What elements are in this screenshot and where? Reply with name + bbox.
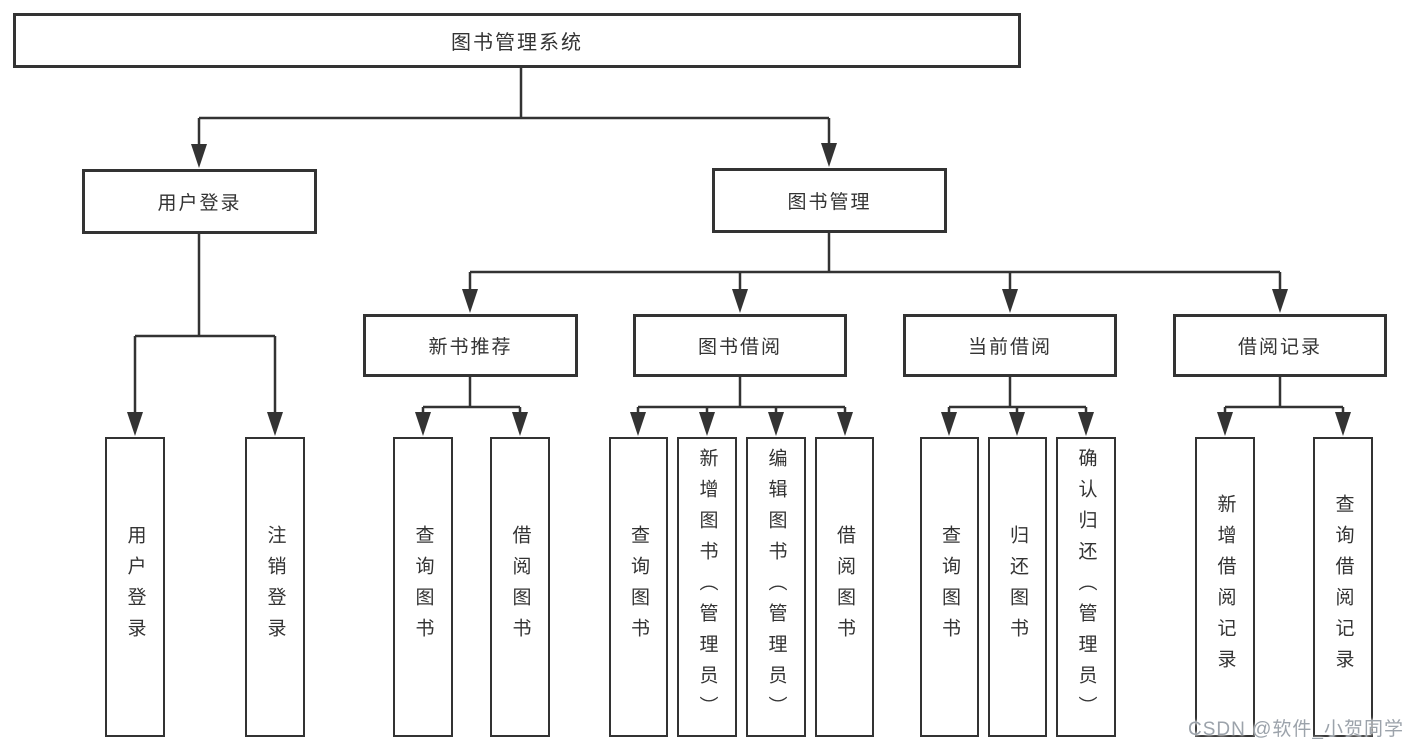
leaf-query-books-current: 查询图书 [920,437,979,737]
leaf-query-books-recommend: 查询图书 [393,437,453,737]
node-current-borrowing: 当前借阅 [903,314,1117,377]
leaf-user-login: 用户登录 [105,437,165,737]
node-library-system-root: 图书管理系统 [13,13,1021,68]
leaf-add-borrow-record: 新增借阅记录 [1195,437,1255,737]
leaf-label: 归还图书 [1007,525,1028,649]
leaf-label: 编辑图书（管理员） [765,447,787,727]
node-user-login: 用户登录 [82,169,317,234]
leaf-label: 查询图书 [939,525,960,649]
leaf-label: 借阅图书 [509,525,531,649]
leaf-label: 借阅图书 [834,525,855,649]
node-book-management: 图书管理 [712,168,947,233]
node-new-book-recommend: 新书推荐 [363,314,578,377]
leaf-query-borrow-record: 查询借阅记录 [1313,437,1373,737]
leaf-label: 查询图书 [628,525,649,649]
leaf-return-books: 归还图书 [988,437,1047,737]
leaf-borrow-books-recommend: 借阅图书 [490,437,550,737]
leaf-label: 新增借阅记录 [1214,494,1236,680]
leaf-confirm-return-admin: 确认归还（管理员） [1056,437,1116,737]
csdn-watermark: CSDN @软件_小贺同学 [1188,719,1404,740]
leaf-label: 确认归还（管理员） [1075,447,1097,727]
node-borrow-records: 借阅记录 [1173,314,1387,377]
leaf-logout: 注销登录 [245,437,305,737]
leaf-query-books-borrowing: 查询图书 [609,437,668,737]
leaf-label: 查询借阅记录 [1332,494,1354,680]
leaf-add-books-admin: 新增图书（管理员） [677,437,737,737]
leaf-borrow-books: 借阅图书 [815,437,874,737]
node-book-borrowing: 图书借阅 [633,314,847,377]
leaf-label: 用户登录 [124,525,146,649]
leaf-label: 注销登录 [264,525,286,649]
leaf-edit-books-admin: 编辑图书（管理员） [746,437,806,737]
leaf-label: 新增图书（管理员） [696,447,718,727]
leaf-label: 查询图书 [412,525,434,649]
